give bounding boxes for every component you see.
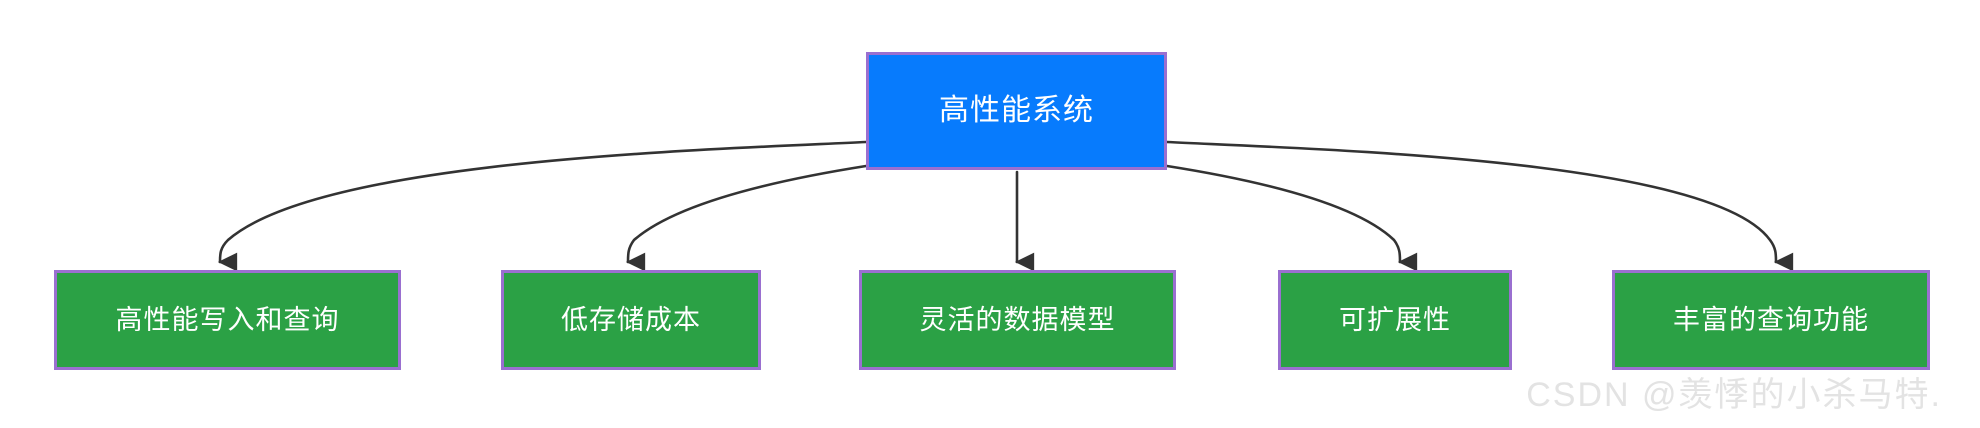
edge-root-leaf-5 <box>1165 140 1794 272</box>
edge-root-leaf-1 <box>217 140 868 272</box>
node-leaf-2[interactable]: 低存储成本 <box>501 270 761 370</box>
edge-root-leaf-2 <box>625 164 868 272</box>
node-leaf-1-label: 高性能写入和查询 <box>115 304 340 335</box>
node-leaf-3[interactable]: 灵活的数据模型 <box>859 270 1176 370</box>
node-leaf-2-label: 低存储成本 <box>561 304 701 335</box>
node-leaf-1[interactable]: 高性能写入和查询 <box>54 270 401 370</box>
node-leaf-4-label: 可扩展性 <box>1339 304 1451 335</box>
edge-root-leaf-4 <box>1165 164 1418 272</box>
csdn-watermark: CSDN @羡悸的小杀马特. <box>1526 376 1942 414</box>
node-root[interactable]: 高性能系统 <box>866 52 1167 170</box>
node-leaf-3-label: 灵活的数据模型 <box>919 304 1116 335</box>
node-leaf-4[interactable]: 可扩展性 <box>1278 270 1512 370</box>
node-leaf-5-label: 丰富的查询功能 <box>1673 304 1869 335</box>
node-leaf-5[interactable]: 丰富的查询功能 <box>1612 270 1930 370</box>
node-root-label: 高性能系统 <box>939 94 1094 127</box>
